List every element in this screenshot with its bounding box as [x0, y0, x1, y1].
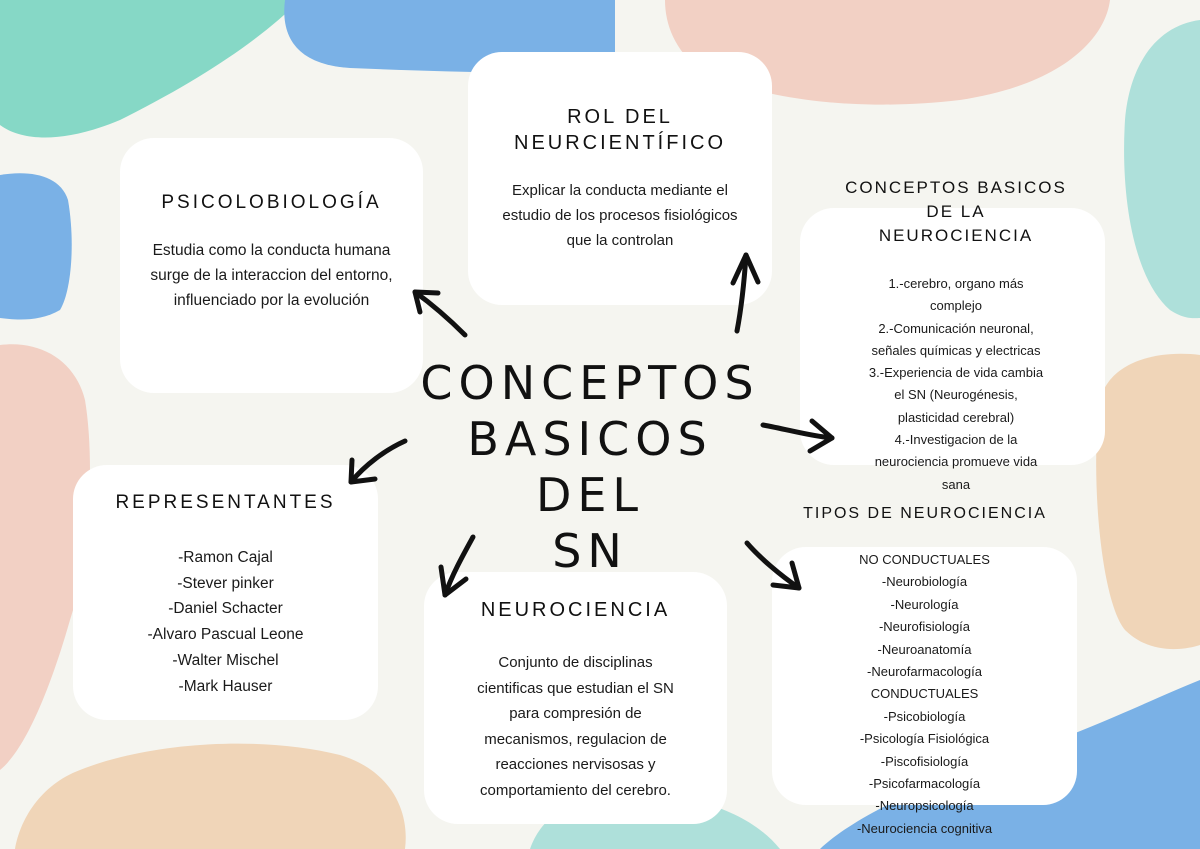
node-tipos-title: TIPOS DE NEUROCIENCIA [803, 505, 1047, 522]
blob-peach-right [1096, 353, 1200, 650]
list-item: -Neurociencia cognitiva [856, 820, 993, 836]
node-representantes: REPRESENTANTES -Ramon Cajal -Stever pink… [73, 465, 378, 720]
list-item: -Psicofarmacología [868, 776, 981, 792]
list-item: el SN (Neurogénesis, [894, 387, 1018, 403]
concepts-list: 1.-cerebro, organo más complejo 2.-Comun… [795, 273, 1117, 496]
representatives-list: -Ramon Cajal -Stever pinker -Daniel Scha… [73, 545, 378, 699]
body-line: reacciones nervisosas y [495, 756, 656, 773]
list-item: -Ramon Cajal [178, 549, 273, 566]
list-item: -Neurofarmacología [867, 664, 982, 680]
list-item: -Stever pinker [177, 574, 274, 592]
list-item: -Neurobiología [881, 574, 968, 590]
blob-peach-bottom [15, 743, 406, 849]
node-psicolobiologia: PSICOLOBIOLOGÍA Estudia como la conducta… [120, 138, 423, 393]
node-body: Estudia como la conducta humana surge de… [150, 242, 393, 309]
list-item: -Neuroanatomía [877, 641, 972, 657]
central-topic-line2: BASICOS DEL [467, 412, 713, 522]
node-body: Conjunto de disciplinas cientificas que … [424, 650, 727, 803]
blob-teal-top-left [0, 0, 300, 138]
list-item: 2.-Comunicación neuronal, [878, 320, 1034, 336]
list-item: 3.-Experiencia de vida cambia [868, 365, 1044, 381]
central-topic-line1: CONCEPTOS [420, 356, 760, 410]
list-item: plasticidad cerebral) [897, 409, 1015, 425]
node-conceptos-basicos-neurociencia: CONCEPTOS BASICOS DE LA NEUROCIENCIA 1.-… [795, 176, 1117, 496]
list-item: -Piscofisiología [880, 753, 969, 769]
body-line: para compresión de [509, 705, 642, 722]
node-title-line2: DE LA [926, 202, 986, 221]
list-item: 4.-Investigacion de la [894, 432, 1018, 448]
node-title-line1: ROL DEL [567, 106, 673, 128]
node-title: NEUROCIENCIA [480, 599, 671, 621]
list-item: NO CONDUCTUALES [859, 552, 990, 567]
node-tipos-neurociencia-card [772, 547, 1077, 805]
list-item: CONDUCTUALES [870, 686, 979, 702]
list-item: -Mark Hauser [178, 677, 273, 695]
list-item: -Neurología [890, 596, 959, 612]
central-topic-line3: SN [552, 524, 628, 578]
list-item: 1.-cerebro, organo más [888, 276, 1024, 291]
list-item: -Psicología Fisiológica [859, 731, 990, 747]
body-line: mecanismos, regulacion de [484, 730, 667, 748]
list-item: -Neurofisiología [878, 619, 971, 635]
list-item: señales químicas y electricas [871, 342, 1041, 358]
body-line: cientificas que estudian el SN [477, 679, 674, 697]
node-title: REPRESENTANTES [115, 492, 336, 513]
node-body: Explicar la conducta mediante el estudio… [502, 182, 738, 249]
list-item: complejo [929, 298, 983, 314]
list-item: neurociencia promueve vida [874, 454, 1038, 470]
blob-blue-left [0, 173, 72, 320]
node-title: PSICOLOBIOLOGÍA [161, 192, 382, 213]
list-item: -Alvaro Pascual Leone [147, 626, 304, 644]
body-line: Conjunto de disciplinas [498, 654, 653, 671]
node-neurociencia: NEUROCIENCIA Conjunto de disciplinas cie… [424, 572, 727, 824]
list-item: -Walter Mischel [172, 651, 279, 669]
list-item: -Psicobiología [883, 708, 966, 724]
list-item: -Daniel Schacter [168, 600, 283, 618]
node-title-line3: NEUROCIENCIA [878, 226, 1034, 245]
body-line: comportamiento del cerebro. [480, 781, 671, 799]
node-title-line1: CONCEPTOS BASICOS [845, 178, 1067, 197]
blob-pink-left [0, 344, 90, 770]
node-rol-del-neurcientifico: ROL DEL NEURCIENTÍFICO Explicar la condu… [468, 52, 772, 305]
central-topic: CONCEPTOS BASICOS DEL SN [410, 355, 770, 579]
list-item: -Neuropsicología [875, 798, 974, 814]
node-conceptos-basicos-neurociencia-card [800, 208, 1105, 465]
blob-mint-right [1124, 20, 1200, 319]
blob-pink-top-right [665, 0, 1110, 105]
node-title-line2: NEURCIENTÍFICO [514, 132, 726, 154]
neuroscience-types-list: NO CONDUCTUALES -Neurobiología -Neurolog… [772, 549, 1077, 840]
list-item: sana [941, 476, 971, 492]
